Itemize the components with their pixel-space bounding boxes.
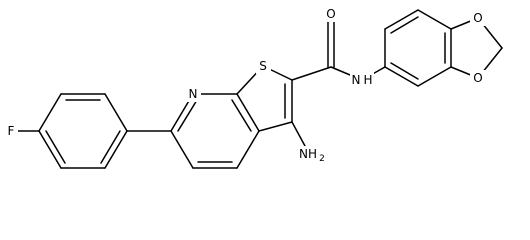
bond: [104, 93, 128, 132]
bond: [104, 130, 128, 169]
bond: [38, 93, 62, 132]
bond: [417, 66, 452, 87]
atom-label-o-top: O: [473, 11, 482, 25]
atom-fluorine: F: [4, 123, 18, 139]
bond-double-inner: [390, 62, 419, 80]
atom-sulfur: S: [256, 58, 271, 74]
atom-label-n-ring: N: [189, 87, 198, 101]
bond: [258, 121, 293, 132]
atom-label-o-carbonyl: O: [326, 7, 335, 21]
atom-label-h-amide: H: [363, 73, 372, 87]
molecule-structure: F N S O N H NH 2 O O: [4, 6, 503, 169]
atom-amine: NH 2: [296, 146, 325, 164]
atom-pyridine-nitrogen: N: [185, 86, 201, 102]
bond-double-inner: [45, 130, 66, 164]
bond: [384, 9, 419, 30]
atom-carbonyl-oxygen: O: [323, 6, 339, 22]
atom-label-f: F: [8, 124, 15, 138]
bond: [170, 130, 194, 169]
atom-label-nh: NH: [299, 147, 317, 161]
atom-label-n-amide: N: [352, 73, 361, 87]
bond-double-inner: [177, 99, 198, 132]
atom-dioxole-oxygen-top: O: [470, 10, 486, 26]
atom-dioxole-oxygen-bottom: O: [470, 70, 486, 86]
bond: [236, 93, 260, 132]
bond: [384, 66, 419, 87]
bond: [291, 66, 332, 81]
atom-layer: F N S O N H NH 2 O O: [4, 6, 486, 164]
bond: [291, 121, 306, 147]
atom-label-s: S: [259, 59, 267, 73]
atom-label-nh2-subscript: 2: [319, 154, 325, 164]
bond-layer: [16, 9, 503, 169]
bond: [236, 130, 260, 169]
atom-amide-nitrogen: N H: [350, 72, 374, 89]
bond-double-inner: [231, 99, 252, 132]
bond-double-inner: [390, 16, 419, 34]
bond: [38, 130, 62, 169]
bond: [417, 9, 452, 30]
bond-double-inner: [100, 130, 121, 164]
atom-label-o-bottom: O: [473, 71, 482, 85]
